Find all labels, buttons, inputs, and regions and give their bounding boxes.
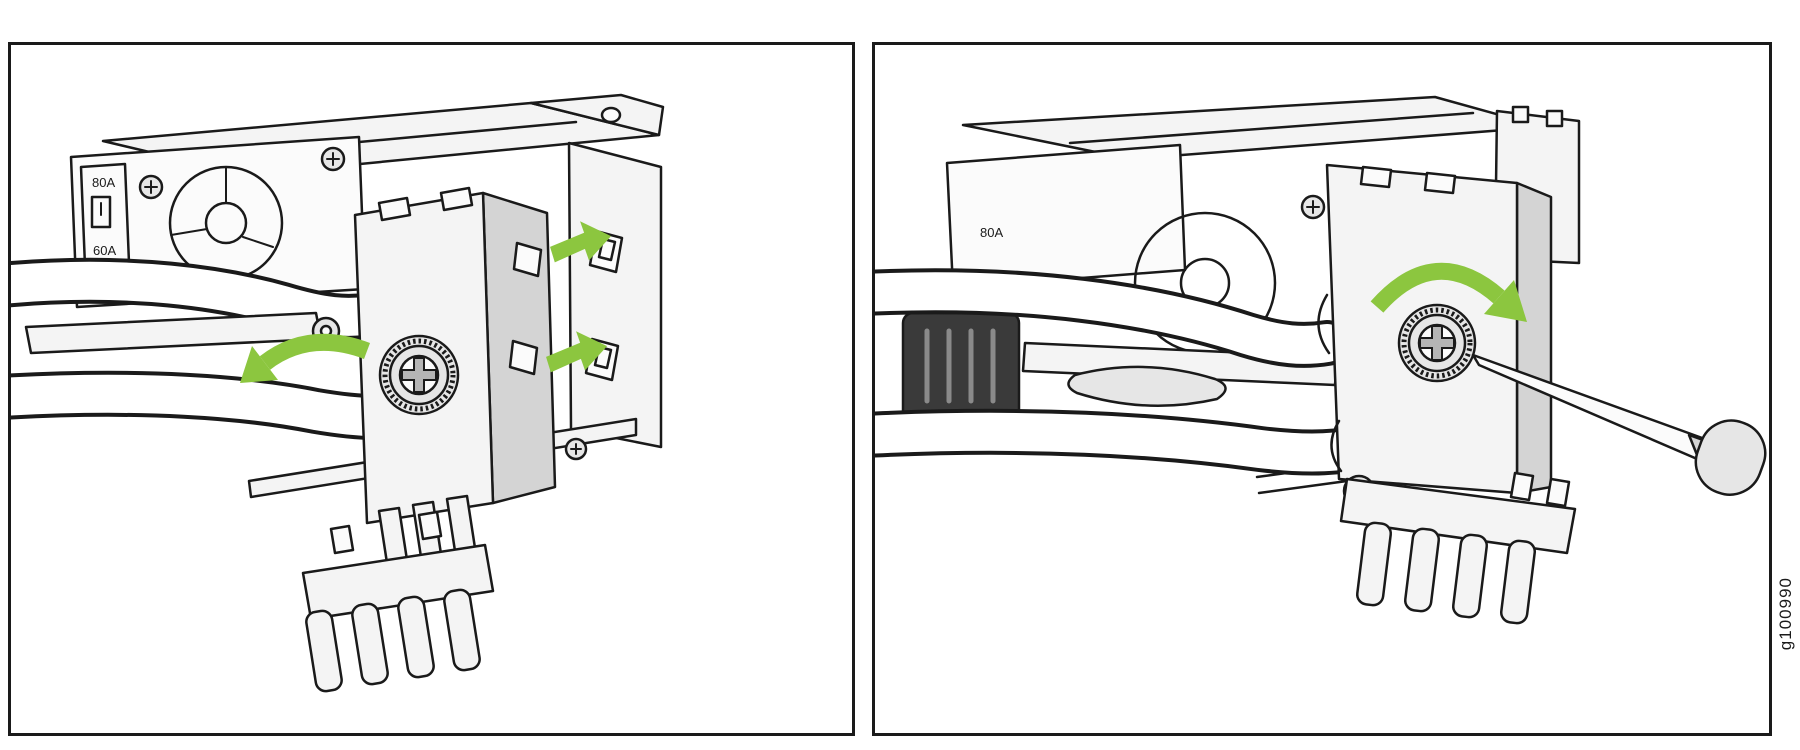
comb-finger [1403, 527, 1441, 613]
cable-comb-jaw [301, 510, 495, 693]
left-panel-illustration: 80A 60A [11, 93, 665, 693]
comb-finger [305, 609, 343, 693]
cable-cutout-edge [1317, 293, 1343, 473]
cover-catch [508, 339, 539, 376]
cable-retainer-cover [1317, 105, 1581, 495]
cover-tab [439, 186, 474, 212]
comb-finger [351, 602, 389, 686]
comb-finger [397, 595, 435, 679]
annotation-arrows [1370, 262, 1527, 322]
psu-rating-label: 80A [980, 225, 1003, 240]
cover-catch [512, 241, 543, 278]
bracket-notch [1511, 105, 1530, 124]
power-cables [875, 268, 1393, 476]
insert-direction-arrow-icon [550, 221, 612, 263]
comb-tab [1509, 471, 1535, 502]
bracket-notch [1545, 109, 1564, 128]
cable-comb-jaw [1339, 471, 1577, 625]
latch-handle [1067, 365, 1227, 407]
annotation-arrows [240, 221, 612, 383]
cover-tab [1359, 165, 1393, 189]
insert-direction-arrow-icon [546, 331, 608, 373]
figure-id-label: g100990 [1776, 576, 1795, 650]
screw-icon [138, 174, 164, 200]
thumbscrew [1397, 303, 1477, 383]
cable-retainer-cover [353, 186, 557, 565]
comb-tab [329, 524, 355, 555]
phillips-cross-icon [1419, 325, 1455, 361]
cover-tab [377, 196, 412, 222]
left-panel: 80A 60A [8, 42, 855, 736]
right-panel: 80A [872, 42, 1772, 736]
screw-icon [564, 437, 588, 461]
cover-tab [1423, 171, 1457, 195]
clockwise-rotation-arrow-icon [1370, 262, 1505, 313]
comb-tab [1545, 477, 1571, 508]
comb-finger [443, 588, 481, 672]
comb-finger [1451, 533, 1489, 619]
psu-faceplate [945, 143, 1187, 290]
psu-rating-top-label: 80A [92, 175, 115, 190]
screw-icon [1300, 194, 1326, 220]
screwdriver-handle [1694, 419, 1767, 496]
comb-tab [417, 510, 443, 541]
screw-icon [320, 146, 346, 172]
comb-finger [1499, 539, 1537, 625]
psu-rating-bottom-label: 60A [93, 243, 116, 258]
comb-finger [1355, 521, 1393, 607]
right-panel-illustration: 80A [875, 95, 1767, 625]
phillips-cross-icon [401, 357, 437, 393]
counterclockwise-rotation-arrow-icon [259, 333, 371, 370]
bay-side-wall [567, 141, 663, 449]
thumbscrew [378, 334, 460, 416]
mounting-hole [600, 106, 622, 124]
phillips-screwdriver [1471, 353, 1767, 496]
clockwise-rotation-arrowhead-icon [1484, 280, 1527, 322]
counterclockwise-rotation-arrowhead-icon [240, 346, 278, 383]
